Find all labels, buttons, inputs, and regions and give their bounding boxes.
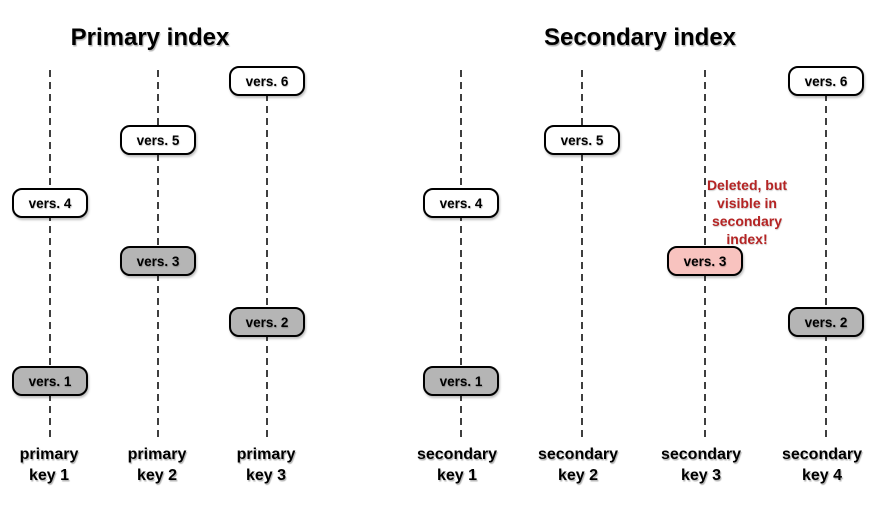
key-label-line: primary (236, 446, 296, 463)
version-box: vers. 5 (120, 125, 196, 155)
version-box: vers. 2 (788, 307, 864, 337)
key-label-secondary-3: secondary key 3 (661, 444, 741, 486)
version-box: vers. 4 (423, 188, 499, 218)
key-label-primary-3: primary key 3 (237, 444, 296, 486)
key-label-primary-1: primary key 1 (20, 444, 79, 486)
key-label-secondary-4: secondary key 4 (782, 444, 862, 486)
key-label-line: primary (19, 446, 79, 463)
key-line-primary-3 (266, 70, 268, 440)
key-label-line: key 1 (436, 467, 478, 484)
secondary-index-title: Secondary index (543, 24, 737, 51)
key-line-secondary-2 (581, 70, 583, 440)
version-box: vers. 3 (120, 246, 196, 276)
version-box: vers. 1 (12, 366, 88, 396)
deleted-annotation: Deleted, but visible in secondary index! (707, 176, 787, 248)
annotation-line: index! (726, 231, 768, 247)
version-box: vers. 1 (423, 366, 499, 396)
key-line-secondary-1 (460, 70, 462, 440)
key-label-line: key 2 (557, 467, 599, 484)
key-label-line: secondary (416, 446, 498, 463)
key-label-line: key 2 (136, 467, 178, 484)
key-label-line: key 1 (28, 467, 70, 484)
annotation-line: visible in (717, 195, 777, 211)
key-label-line: secondary (537, 446, 619, 463)
annotation-line: secondary (711, 213, 783, 229)
key-label-line: secondary (781, 446, 863, 463)
key-line-secondary-4 (825, 70, 827, 440)
key-label-secondary-2: secondary key 2 (538, 444, 618, 486)
key-line-primary-1 (49, 70, 51, 440)
key-label-line: secondary (660, 446, 742, 463)
key-label-line: key 3 (680, 467, 722, 484)
annotation-line: Deleted, but (706, 177, 788, 193)
key-label-primary-2: primary key 2 (128, 444, 187, 486)
primary-index-title: Primary index (70, 24, 230, 51)
key-label-secondary-1: secondary key 1 (417, 444, 497, 486)
version-box-deleted: vers. 3 (667, 246, 743, 276)
version-box: vers. 6 (229, 66, 305, 96)
key-label-line: key 3 (245, 467, 287, 484)
version-box: vers. 5 (544, 125, 620, 155)
version-box: vers. 4 (12, 188, 88, 218)
key-label-line: key 4 (801, 467, 843, 484)
key-label-line: primary (127, 446, 187, 463)
version-box: vers. 2 (229, 307, 305, 337)
version-box: vers. 6 (788, 66, 864, 96)
